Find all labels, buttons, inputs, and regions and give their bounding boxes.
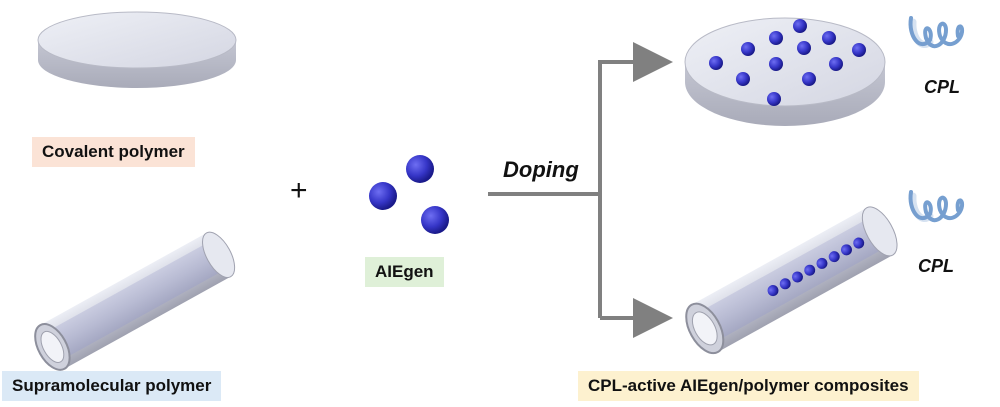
aiegen-dot	[822, 31, 836, 45]
aiegen-dot	[369, 182, 397, 210]
aiegen-dot	[767, 285, 779, 297]
aiegen-dot	[709, 56, 723, 70]
aiegen-dot	[793, 19, 807, 33]
aiegen-dot	[840, 244, 852, 256]
aiegen-dot	[779, 278, 791, 290]
aiegen-molecules	[369, 155, 449, 234]
covalent-polymer-label: Covalent polymer	[32, 137, 195, 167]
aiegen-label: AIEgen	[365, 257, 444, 287]
aiegen-dot	[769, 57, 783, 71]
cpl-wave-icon	[908, 190, 965, 223]
aiegen-dot	[804, 264, 816, 276]
covalent-polymer-film	[37, 11, 237, 88]
cpl-label-bottom: CPL	[918, 256, 954, 276]
aiegen-dot	[741, 42, 755, 56]
doping-arrows	[488, 42, 673, 338]
aiegen-dot	[791, 271, 803, 283]
doped-polymer-film	[684, 17, 886, 126]
supramolecular-polymer-tube	[34, 231, 236, 371]
aiegen-dot	[829, 57, 843, 71]
aiegen-dot	[767, 92, 781, 106]
aiegen-dot	[828, 251, 840, 263]
supramolecular-polymer-label: Supramolecular polymer	[2, 371, 222, 401]
doped-polymer-tube	[685, 206, 898, 355]
aiegen-dot	[406, 155, 434, 183]
doping-label: Doping	[503, 157, 579, 182]
aiegen-dot	[797, 41, 811, 55]
cpl-wave-icon	[908, 16, 965, 49]
plus-sign: +	[290, 174, 308, 207]
composites-label: CPL-active AIEgen/polymer composites	[578, 371, 919, 401]
cpl-label-top: CPL	[924, 77, 960, 97]
aiegen-dot	[816, 257, 828, 269]
aiegen-dot	[769, 31, 783, 45]
aiegen-dot	[853, 237, 865, 249]
aiegen-dot	[736, 72, 750, 86]
aiegen-dot	[802, 72, 816, 86]
aiegen-dot	[421, 206, 449, 234]
aiegen-dot	[852, 43, 866, 57]
